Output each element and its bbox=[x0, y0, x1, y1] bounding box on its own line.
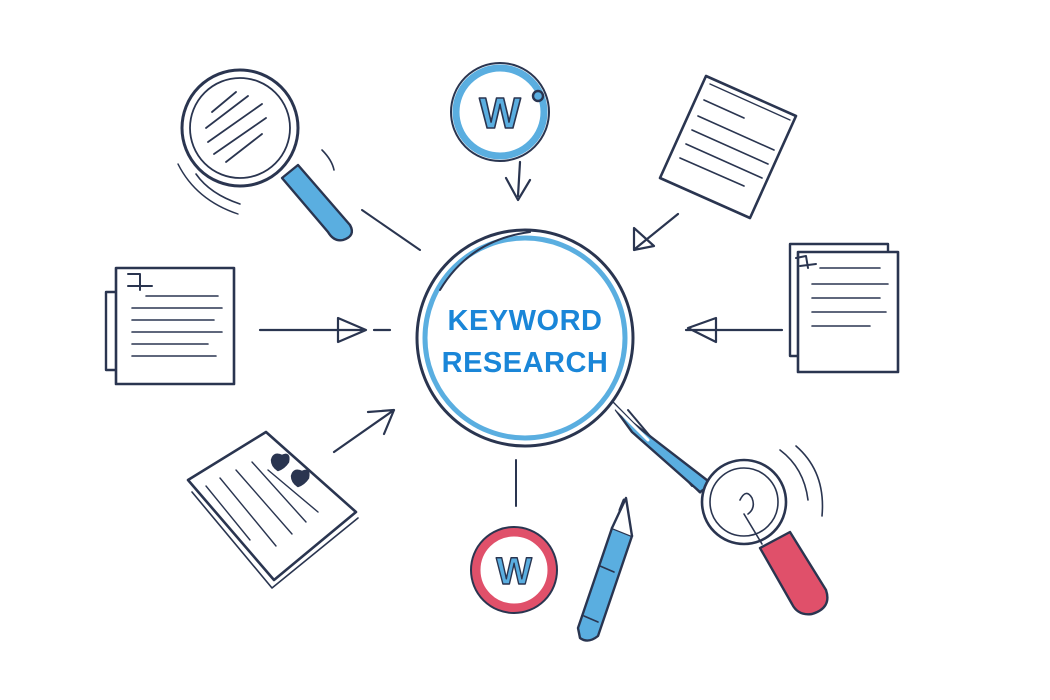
top-w-badge-icon: W bbox=[450, 62, 550, 162]
document-icon bbox=[658, 74, 798, 220]
pencil-icon bbox=[576, 496, 634, 642]
arrow-left bbox=[684, 316, 784, 344]
document-icon-right bbox=[788, 242, 900, 374]
arrow-right bbox=[258, 316, 392, 344]
document-icon-bottom-left bbox=[186, 430, 359, 589]
top-badge-letter: W bbox=[479, 89, 521, 138]
arrow-down bbox=[504, 160, 532, 202]
connector-line bbox=[361, 209, 421, 251]
arrow-down-left bbox=[632, 212, 680, 252]
light-bulb-icon bbox=[700, 445, 829, 616]
connector-arrows bbox=[258, 160, 784, 507]
bottom-w-badge-icon: W bbox=[470, 526, 558, 614]
magnifier-icon bbox=[177, 68, 354, 242]
document-stack-icon bbox=[104, 266, 236, 386]
center-title-line2: RESEARCH bbox=[441, 347, 609, 379]
center-title-line1: KEYWORD bbox=[447, 305, 603, 337]
central-magnifier-icon bbox=[415, 228, 714, 494]
bottom-badge-letter: W bbox=[496, 551, 532, 593]
center-title: KEYWORD RESEARCH bbox=[405, 300, 645, 384]
arrow-up-right bbox=[332, 408, 396, 454]
